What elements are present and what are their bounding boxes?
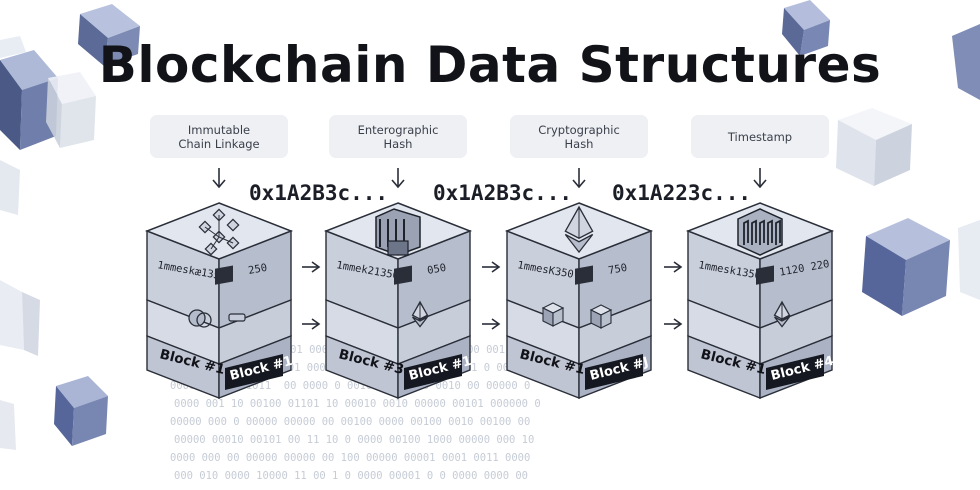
label-line-1: Timestamp bbox=[727, 129, 793, 144]
ethereum-icon bbox=[773, 300, 791, 328]
label-line-2: Hash bbox=[564, 136, 594, 151]
block-num-text: 050 bbox=[426, 262, 447, 277]
right-arrow-icon bbox=[482, 261, 501, 273]
right-arrow-icon bbox=[664, 261, 683, 273]
block-front-badge bbox=[766, 354, 824, 390]
binary-row: 0000 001 10 00100 01101 10 00010 0010 00… bbox=[174, 398, 541, 410]
block-chip-icon bbox=[215, 265, 233, 285]
link-icon bbox=[188, 309, 246, 328]
binary-row: 0000 000 00 00000 00000 00 100 00000 000… bbox=[170, 452, 531, 464]
down-arrow-icon bbox=[753, 168, 767, 189]
down-arrow-icon bbox=[391, 168, 405, 189]
cube-deco-6 bbox=[0, 280, 40, 356]
cube-deco-5 bbox=[0, 160, 20, 215]
right-arrow-icon bbox=[664, 318, 683, 330]
block-chip-icon bbox=[394, 265, 412, 285]
cube-icon bbox=[541, 302, 613, 329]
block-num-text: 750 bbox=[607, 262, 628, 277]
cube-deco-7 bbox=[54, 376, 108, 446]
right-arrow-icon bbox=[302, 318, 321, 330]
cube-deco-1 bbox=[78, 4, 140, 66]
cube-deco-12 bbox=[862, 218, 950, 316]
cube-deco-9 bbox=[782, 0, 830, 56]
cube-deco-10 bbox=[836, 108, 912, 186]
cube-deco-8 bbox=[0, 400, 16, 450]
block-chip-icon bbox=[575, 265, 593, 285]
cube-deco-13 bbox=[958, 220, 980, 300]
label-line-1: Cryptographic bbox=[538, 122, 620, 137]
cube-deco-3 bbox=[46, 72, 96, 148]
block-chip-icon bbox=[756, 265, 774, 285]
maze-icon bbox=[737, 208, 783, 256]
block-hash: 0x1A2B3c... bbox=[249, 181, 389, 205]
block-front-badge bbox=[404, 354, 462, 390]
cube-deco-11 bbox=[952, 24, 980, 100]
right-arrow-icon bbox=[302, 261, 321, 273]
label-line-1: Enterographic bbox=[357, 122, 439, 137]
label-box: Timestamp bbox=[691, 115, 829, 158]
block-hash: 0x1A223c... bbox=[612, 181, 752, 205]
block-num-text: 250 bbox=[247, 262, 268, 277]
network-graph-icon bbox=[198, 208, 240, 256]
page-title: Blockchain Data Structures bbox=[98, 36, 882, 94]
block-front-badge bbox=[585, 354, 643, 390]
binary-row: 000 010 0000 10000 11 00 1 0 0000 00001 … bbox=[174, 470, 529, 482]
binary-row: 00000 000 0 00000 00000 00 00100 0000 00… bbox=[170, 416, 531, 428]
label-line-2: Chain Linkage bbox=[178, 136, 260, 151]
binary-row: 00000 00010 00101 00 11 10 0 0000 00100 … bbox=[174, 434, 535, 446]
block-front-badge bbox=[225, 354, 283, 390]
ethereum-icon bbox=[411, 300, 429, 328]
cube-deco-4 bbox=[0, 36, 26, 58]
down-arrow-icon bbox=[572, 168, 586, 189]
right-arrow-icon bbox=[482, 318, 501, 330]
label-line-2: Hash bbox=[383, 136, 413, 151]
block-hash: 0x1A2B3c... bbox=[433, 181, 573, 205]
ethereum-icon bbox=[564, 205, 594, 254]
label-line-1: Immutable bbox=[187, 122, 251, 137]
down-arrow-icon bbox=[212, 168, 226, 189]
server-stack-icon bbox=[375, 208, 421, 256]
